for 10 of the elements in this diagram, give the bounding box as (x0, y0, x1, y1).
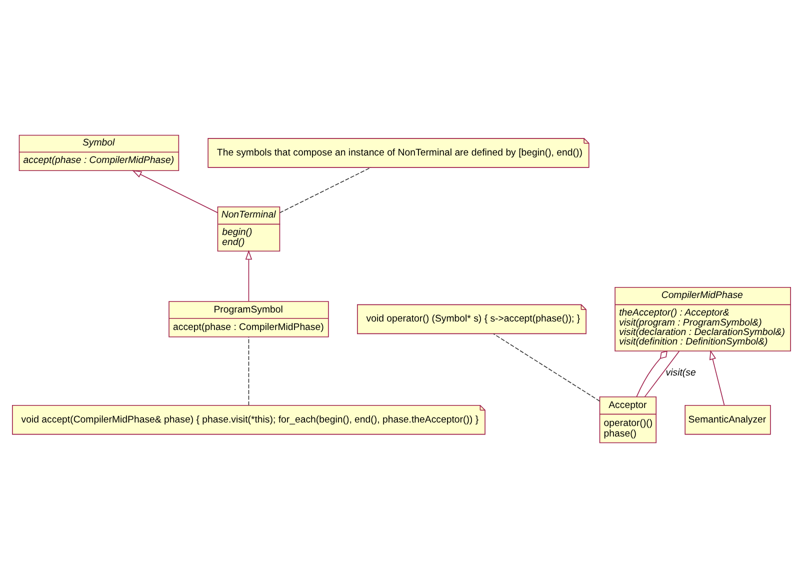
node-box: SemanticAnalyzer (684, 404, 771, 435)
edge-label: visit(se (666, 368, 696, 379)
arrow (245, 250, 252, 302)
arrow (709, 350, 725, 406)
connector (493, 333, 600, 402)
connector (636, 350, 668, 398)
connector (644, 350, 680, 398)
arrow (132, 170, 218, 214)
connector (279, 167, 372, 214)
connector (248, 336, 250, 406)
